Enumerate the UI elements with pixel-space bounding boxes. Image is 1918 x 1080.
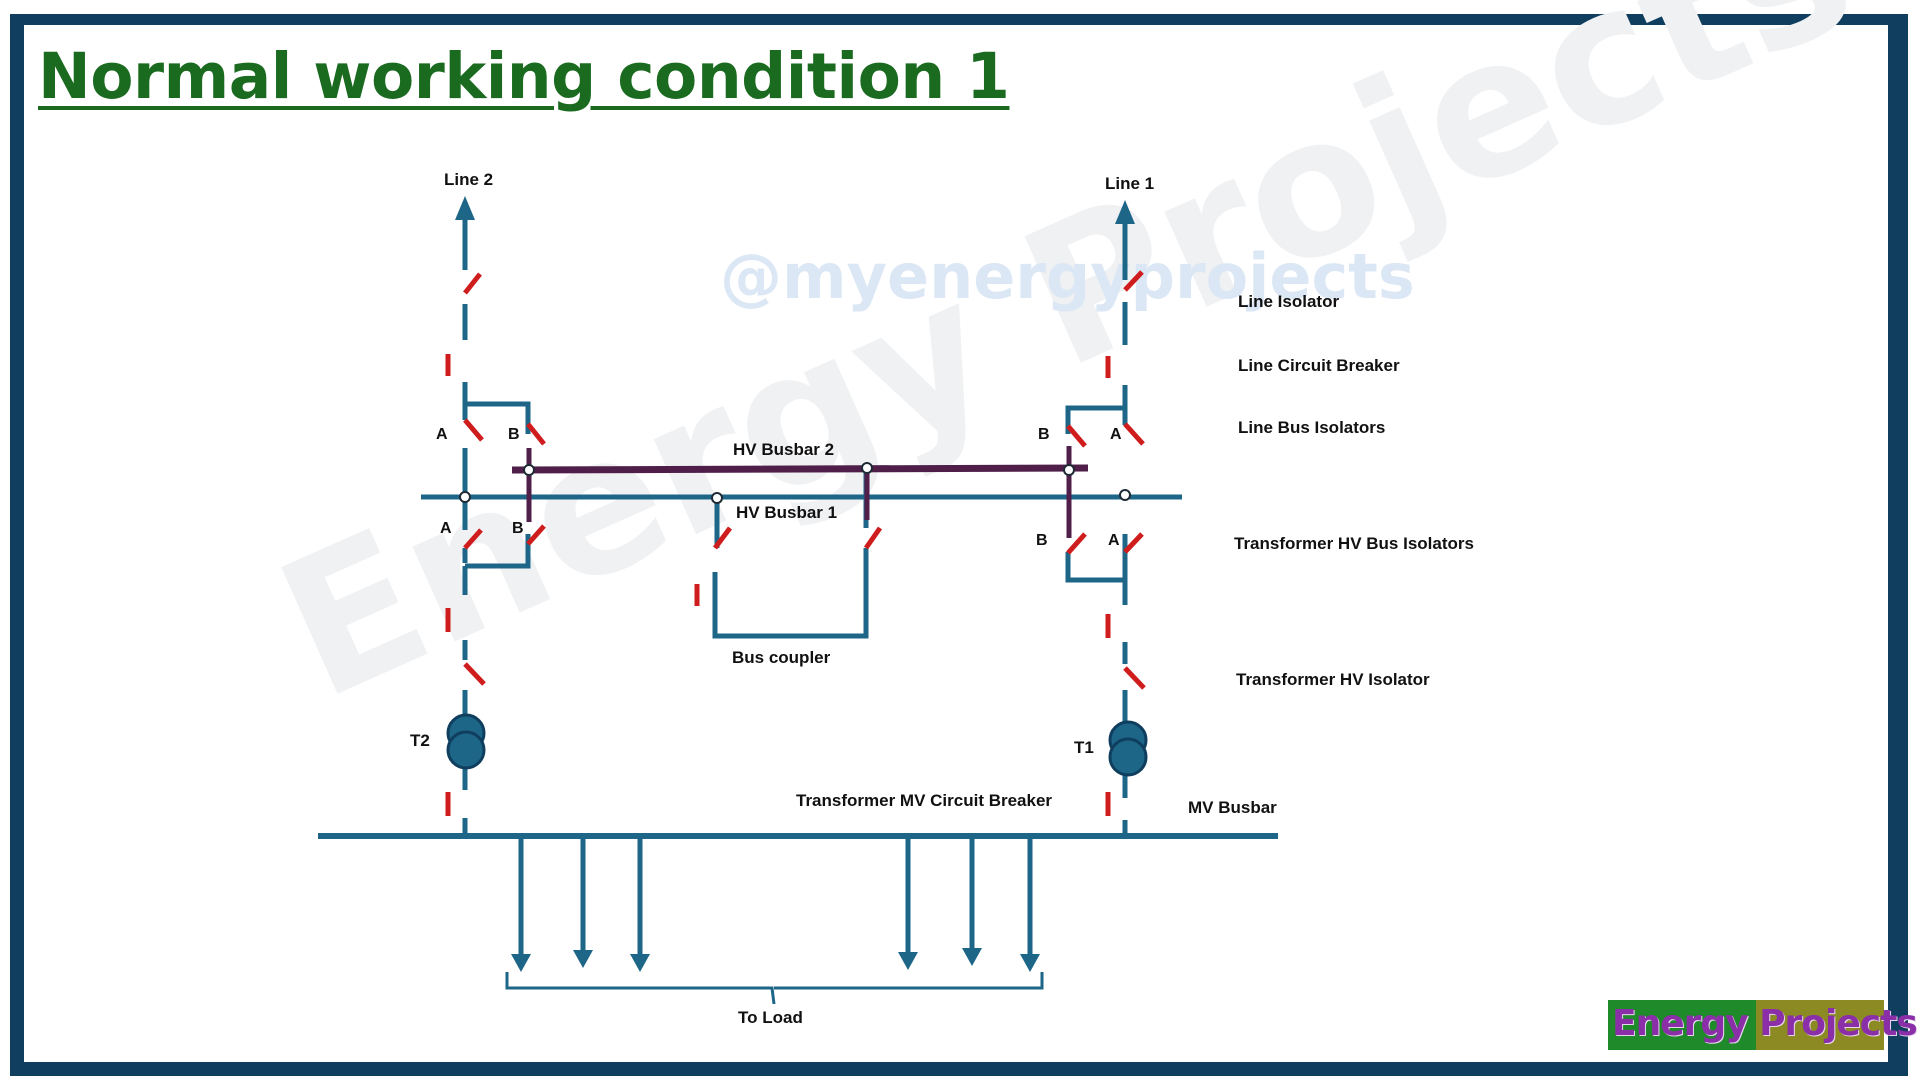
label-line2-a: A [436,426,448,443]
logo-text: Energy Projects [1612,1003,1918,1044]
legend-line-cb: Line Circuit Breaker [1238,356,1400,375]
label-hv-busbar-2: HV Busbar 2 [733,440,835,459]
line1-bus-isolator-b [1066,424,1087,448]
line1-isolator [1123,270,1144,292]
node-coupler-hv1 [711,492,723,504]
label-t1: T1 [1074,738,1094,757]
label-mv-busbar: MV Busbar [1188,798,1277,817]
line1-bus-isolator-a [1123,422,1145,446]
watermark-handle: @myenergyprojects [720,240,1415,313]
label-tx-mv-cb: Transformer MV Circuit Breaker [796,791,1053,810]
bus-coupler-left-b [712,548,869,639]
transformer-t1-secondary [1108,737,1148,777]
line1-arrowhead [1115,200,1135,224]
line2-tx-bus-isolator-a [463,528,483,550]
hv-busbar-2 [511,464,1089,474]
brand-logo [1608,1000,1884,1050]
label-line1-b: B [1038,426,1050,443]
label-t2: T2 [410,731,430,750]
load-arrowhead-5 [962,948,982,966]
load-arrowhead-3 [630,954,650,972]
legend-line-isolator: Line Isolator [1238,292,1340,311]
load-arrowhead-2 [573,950,593,968]
label-line1-a: A [1110,426,1122,443]
line2-tx-hv-isolator [463,662,486,686]
line2-bus-isolator-b [526,422,546,446]
to-load-bracket [505,972,1044,1005]
line2-isolator [463,272,482,295]
line2-arrowhead [455,196,475,220]
line2-bus-isolator-a [463,418,484,442]
line2-tx-loop [465,534,531,569]
legend-tx-hv-isolator: Transformer HV Isolator [1236,670,1430,689]
slide-border [10,14,1908,1076]
logo-olive-block [1756,1000,1884,1050]
load-arrowhead-6 [1020,954,1040,972]
legend-line-bus-isolators: Line Bus Isolators [1238,418,1386,437]
bus-coupler-isolator-left [713,526,732,550]
label-line2-b: B [508,426,520,443]
line1-tx-hv-isolator [1123,666,1146,690]
label-line1-tx-a: A [1108,532,1120,549]
logo-green-block [1608,1000,1756,1050]
bus-coupler-isolator-right [863,526,883,550]
line1-tx-loop [1065,552,1125,583]
load-arrowhead-4 [898,952,918,970]
node-line2-hv2 [523,464,535,476]
label-line-1: Line 1 [1105,174,1155,193]
node-line2-hv1 [459,491,471,503]
label-line-2: Line 2 [444,170,494,189]
line1-tx-bus-isolator-a [1123,532,1144,554]
line1-bus-loop [1065,405,1125,434]
node-line1-hv2 [1063,464,1075,476]
line2-tx-bus-isolator-b [526,524,546,546]
line1-tx-bus-isolator-b [1066,532,1087,555]
legend-tx-hv-bus-isolators: Transformer HV Bus Isolators [1234,534,1474,553]
label-bus-coupler: Bus coupler [732,648,831,667]
label-line2-tx-b: B [512,520,524,537]
transformer-t2-secondary [446,730,486,770]
label-line2-tx-a: A [440,520,452,537]
page-title: Normal working condition 1 [38,40,1010,113]
label-line1-tx-b: B [1036,532,1048,549]
load-arrowhead-1 [511,954,531,972]
node-line1-hv1 [1119,489,1131,501]
node-coupler-hv2 [861,462,873,474]
label-to-load: To Load [738,1008,803,1027]
label-hv-busbar-1: HV Busbar 1 [736,503,838,522]
